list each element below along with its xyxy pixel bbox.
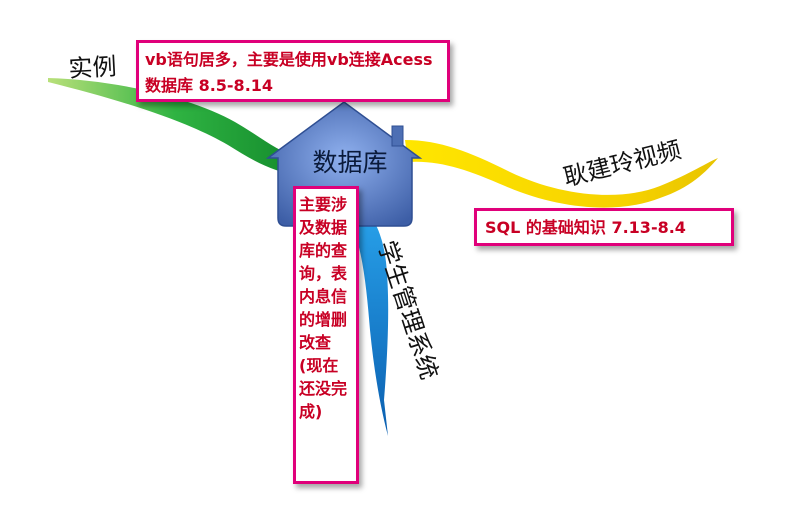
note-example-description: vb语句居多，主要是使用vb连接Acess数据库 8.5-8.14 [136,40,450,102]
branch-system-connector [344,196,389,436]
branch-video-connector [405,140,718,208]
note-sql-description: SQL 的基础知识 7.13-8.4 [474,208,734,246]
branch-label-video[interactable]: 耿建玲视频 [561,136,684,192]
center-node-chimney [391,125,404,147]
note-main-description: 主要涉及数据库的查询，表内息信的增删改查(现在还没完成) [293,186,359,484]
center-label[interactable]: 数据库 [312,148,387,177]
branch-example-connector [48,78,302,176]
branch-label-example[interactable]: 实例 [68,53,117,83]
